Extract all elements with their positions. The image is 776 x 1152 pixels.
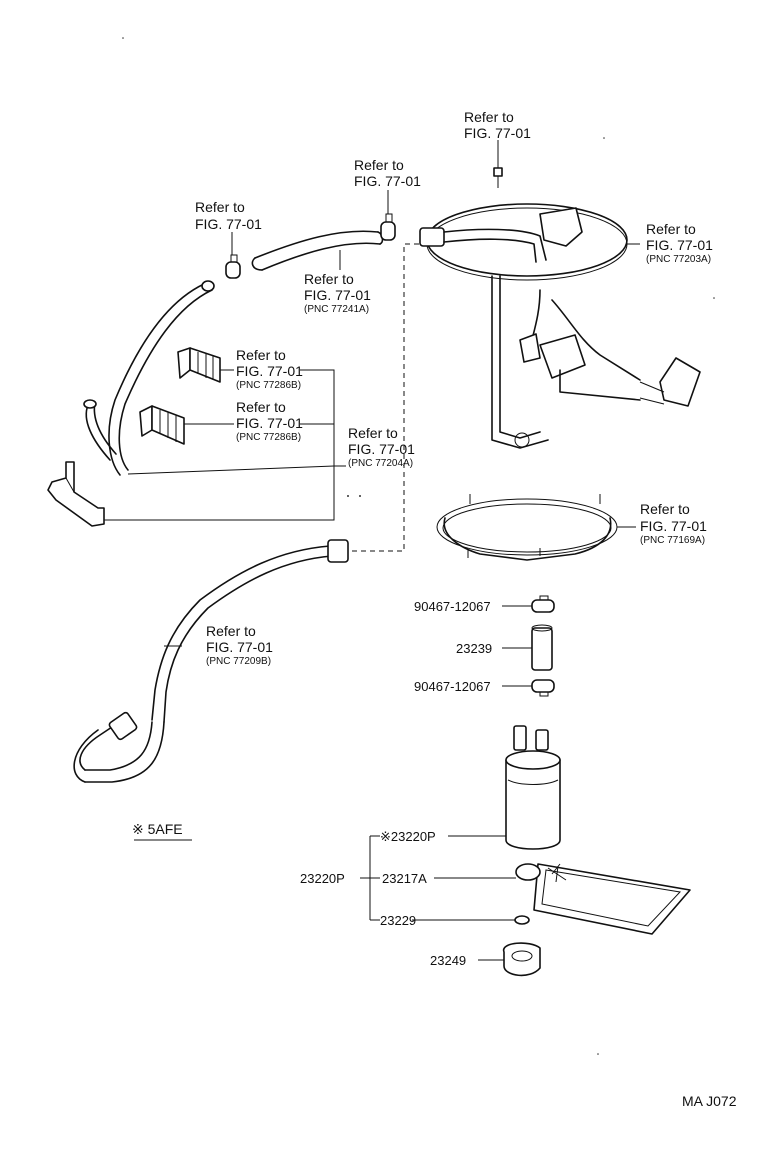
fuel-filter[interactable] — [515, 863, 691, 935]
svg-text:FIG. 77-01: FIG. 77-01 — [354, 173, 421, 189]
label-hose-clamp-left: Refer to FIG. 77-01 — [195, 199, 262, 232]
fuel-tube-outlet[interactable] — [73, 539, 349, 783]
leader-lines — [104, 140, 640, 961]
part-number-pump[interactable]: ※23220P — [380, 829, 436, 844]
tube-bracket[interactable] — [47, 461, 105, 527]
svg-text:(PNC 77286B): (PNC 77286B) — [236, 432, 301, 443]
part-number-clamp-lower[interactable]: 90467-12067 — [414, 679, 491, 694]
clamp-lower[interactable] — [531, 679, 555, 697]
hose-clamp-top[interactable] — [380, 213, 396, 241]
tube-clip-a[interactable] — [177, 347, 221, 383]
part-number-cushion[interactable]: 23249 — [430, 953, 466, 968]
part-number-washer[interactable]: 23229 — [380, 913, 416, 928]
fuel-pump[interactable] — [505, 725, 561, 850]
svg-text:Refer to: Refer to — [640, 501, 690, 517]
washer-23229[interactable] — [514, 915, 530, 925]
label-tube-bracket: Refer to FIG. 77-01 (PNC 77204A) — [348, 425, 415, 469]
hose-23239[interactable] — [531, 624, 553, 671]
clamp-upper[interactable] — [531, 595, 555, 613]
svg-text:Refer to: Refer to — [195, 199, 245, 215]
part-number-assembly[interactable]: 23220P — [300, 871, 345, 886]
svg-text:(PNC 77204A): (PNC 77204A) — [348, 458, 413, 469]
svg-text:FIG. 77-01: FIG. 77-01 — [646, 237, 713, 253]
label-hose: Refer to FIG. 77-01 (PNC 77241A) — [304, 271, 371, 315]
svg-text:Refer to: Refer to — [354, 157, 404, 173]
svg-text:FIG. 77-01: FIG. 77-01 — [640, 518, 707, 534]
label-clip-a: Refer to FIG. 77-01 (PNC 77286B) — [236, 347, 303, 391]
svg-text:Refer to: Refer to — [236, 399, 286, 415]
label-hose-clamp-top: Refer to FIG. 77-01 — [354, 157, 421, 189]
part-number-hose[interactable]: 23239 — [456, 641, 492, 656]
part-number-clamp-upper[interactable]: 90467-12067 — [414, 599, 491, 614]
svg-text:FIG. 77-01: FIG. 77-01 — [464, 125, 531, 141]
pump-gasket[interactable] — [436, 494, 618, 561]
fuel-pump-bracket-assembly[interactable] — [419, 203, 701, 449]
svg-text:(PNC 77169A): (PNC 77169A) — [640, 535, 705, 546]
svg-text:FIG. 77-01: FIG. 77-01 — [348, 441, 415, 457]
svg-text:Refer to: Refer to — [206, 623, 256, 639]
svg-text:FIG. 77-01: FIG. 77-01 — [236, 363, 303, 379]
svg-text:(PNC 77286B): (PNC 77286B) — [236, 380, 301, 391]
engine-note: ※ 5AFE — [132, 821, 183, 837]
fuel-hose[interactable] — [251, 230, 384, 271]
label-outlet-pipe: Refer to FIG. 77-01 (PNC 77209B) — [206, 623, 273, 667]
scan-specks — [122, 37, 715, 1055]
label-clip-b: Refer to FIG. 77-01 (PNC 77286B) — [236, 399, 303, 443]
bolt-top[interactable] — [493, 148, 503, 188]
footer-code: MA J072 — [682, 1093, 737, 1109]
hose-clamp-left[interactable] — [225, 254, 241, 279]
svg-text:(PNC 77203A): (PNC 77203A) — [646, 254, 711, 265]
part-number-filter[interactable]: 23217A — [382, 871, 427, 886]
fuel-tube-inlet[interactable] — [83, 280, 215, 476]
label-gasket: Refer to FIG. 77-01 (PNC 77169A) — [640, 501, 707, 546]
svg-text:FIG. 77-01: FIG. 77-01 — [236, 415, 303, 431]
svg-text:FIG. 77-01: FIG. 77-01 — [195, 216, 262, 232]
svg-text:(PNC 77209B): (PNC 77209B) — [206, 656, 271, 667]
svg-text:(PNC 77241A): (PNC 77241A) — [304, 304, 369, 315]
label-top-bolt: Refer to FIG. 77-01 — [464, 109, 531, 141]
label-gauge: Refer to FIG. 77-01 (PNC 77203A) — [646, 221, 713, 265]
cushion-23249[interactable] — [503, 942, 541, 977]
tube-clip-b[interactable] — [139, 405, 185, 445]
svg-text:FIG. 77-01: FIG. 77-01 — [304, 287, 371, 303]
svg-text:Refer to: Refer to — [348, 425, 398, 441]
svg-text:Refer to: Refer to — [304, 271, 354, 287]
svg-text:FIG. 77-01: FIG. 77-01 — [206, 639, 273, 655]
svg-text:Refer to: Refer to — [646, 221, 696, 237]
svg-text:Refer to: Refer to — [464, 109, 514, 125]
svg-text:Refer to: Refer to — [236, 347, 286, 363]
